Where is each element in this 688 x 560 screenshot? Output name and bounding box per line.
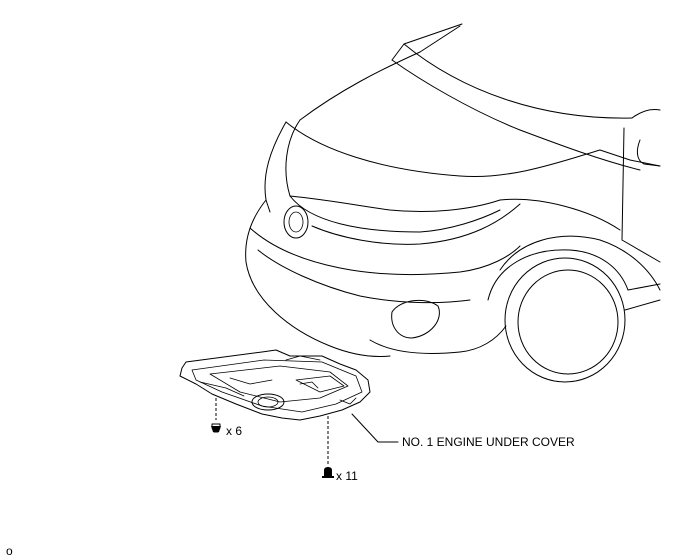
engine-under-cover: [179, 349, 371, 421]
part-name-label: NO. 1 ENGINE UNDER COVER: [402, 435, 575, 449]
bolt-icon: [211, 398, 221, 433]
clip-icon: [322, 416, 334, 478]
vehicle-outline: [245, 23, 661, 383]
part-leader-line: [351, 413, 399, 443]
clip-quantity-label: x 11: [336, 469, 358, 483]
illustration-id: o: [6, 544, 13, 558]
bolt-quantity-label: x 6: [226, 424, 243, 438]
